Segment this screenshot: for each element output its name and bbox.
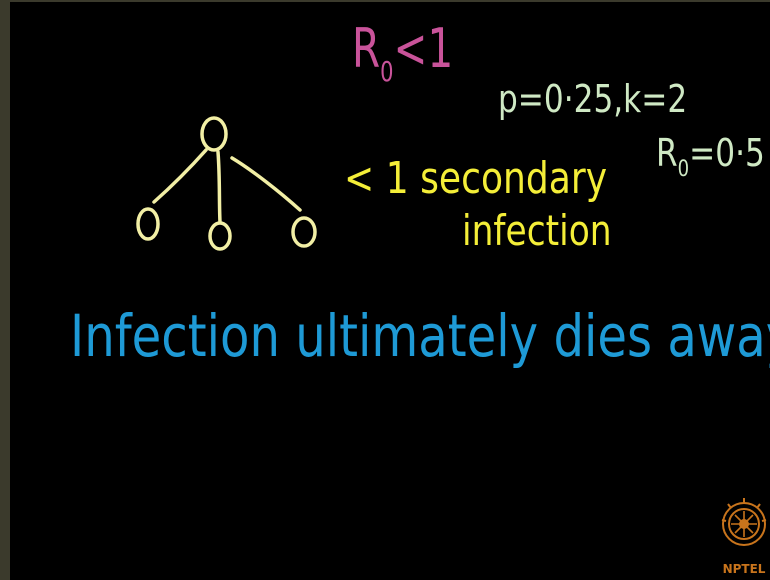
secondary-infection-line1: < 1 secondary (344, 153, 608, 204)
secondary-infection-line2: infection (462, 206, 612, 255)
tree-root-node (200, 116, 228, 152)
params-r: R (656, 131, 678, 175)
tree-edge-left (152, 148, 208, 204)
params-p-k: p=0·25,k=2 (498, 77, 688, 121)
tree-edge-right (230, 156, 302, 212)
params-subscript: 0 (677, 157, 690, 182)
r0-title-r: R (352, 17, 381, 80)
params-r0-value: R0=0·5 (656, 131, 765, 181)
tree-leaf-left (136, 207, 160, 241)
tree-leaf-middle (208, 221, 232, 251)
tree-diagram-icon (136, 116, 317, 251)
slide-board: R0<1 p=0·25,k=2 R0=0·5 < 1 secondary inf… (10, 2, 770, 580)
conclusion-text: Infection ultimately dies away (70, 302, 770, 370)
r0-title-subscript: 0 (380, 55, 394, 88)
nptel-emblem-icon (721, 498, 767, 546)
params-r0-rest: =0·5 (689, 131, 765, 175)
nptel-logo-text: NPTEL (722, 562, 766, 576)
r0-title-relation: <1 (393, 17, 454, 80)
tree-leaf-right (291, 216, 317, 248)
tree-edge-middle (216, 150, 222, 224)
nptel-logo: NPTEL (718, 494, 770, 576)
r0-title: R0<1 (352, 22, 453, 86)
